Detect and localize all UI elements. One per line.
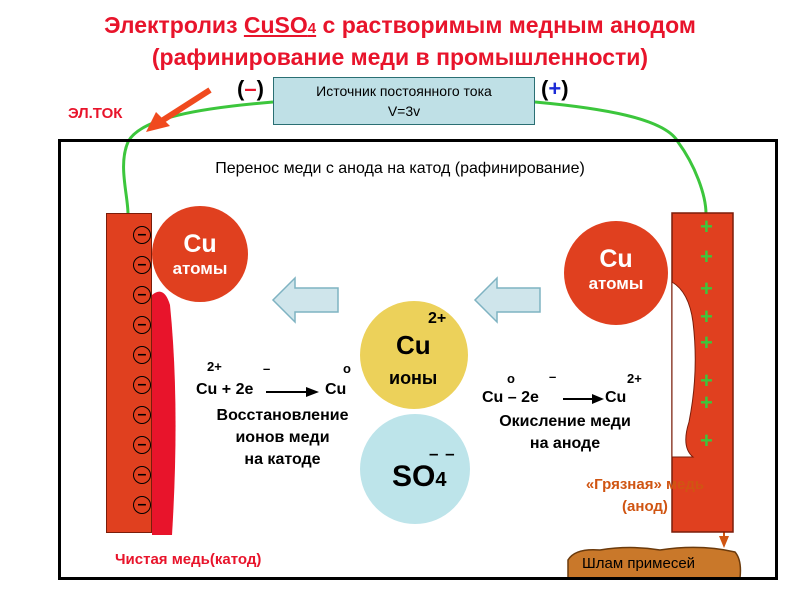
current-arrow-head [146,112,170,132]
cathode-minus-sign: – [133,226,151,244]
anode-electrode [671,212,734,533]
cathode-minus-sign: – [133,256,151,274]
cathode-product-state: o [343,361,351,376]
anode-reaction-desc: Окисление меди на аноде [499,413,631,452]
power-source: Источник постоянного тока V=3v [273,77,535,125]
sulfate-symbol: SO4 [392,460,447,493]
page-title: Электролиз CuSO4 с растворимым медным ан… [104,12,696,38]
transfer-label: Перенос меди с анода на катод (рафиниров… [215,160,585,177]
formula-cuso4: CuSO4 [243,12,317,38]
cathode-minus-sign: – [133,316,151,334]
cu-ion-charge: 2+ [428,310,447,327]
page-subtitle: (рафинирование меди в промышленности) [151,44,649,70]
cathode-ion-charge: 2+ [207,359,222,374]
anode-product-charge: 2+ [627,371,642,386]
cathode-cu-atoms: Cu атомы [152,206,248,302]
cathode-minus-sign: – [133,496,151,514]
cathode-minus-sign: – [133,346,151,364]
cathode-minus-sign: – [133,466,151,484]
cathode-label: Чистая медь(катод) [115,551,262,568]
sulfate-charge: – – [429,444,456,463]
cu-ion-symbol: Cu [396,330,431,360]
cathode-minus-sign: – [133,436,151,454]
cathode-deposit [152,291,176,535]
current-arrow-shaft [158,87,212,125]
cu-ions [360,301,468,409]
anode-reaction-arrow [592,394,604,404]
anode-label: «Грязная» медь (анод) [585,476,705,515]
cathode-electron-charge: – [263,361,271,376]
cathode-minus-sign: – [133,406,151,424]
cathode-reaction-left: Cu + 2e [196,381,254,398]
anode-reaction-left: Cu – 2e [482,389,539,406]
transfer-arrow-left [271,276,339,324]
current-label: ЭЛ.ТОК [68,105,123,122]
sulfate-ion [360,414,470,524]
anode-plus-sign: + [700,368,713,393]
minus-terminal-label: (–) [237,76,264,101]
anode-plus-sign: + [700,330,713,355]
plus-terminal-label: (+) [541,76,569,101]
cathode-reaction-desc: Восстановление ионов меди на катоде [216,407,349,468]
anode-plus-sign: + [700,214,713,239]
right-wire [534,100,708,215]
cathode-minus-sign: – [133,376,151,394]
left-wire [122,100,274,215]
transfer-arrow-right [473,276,541,324]
anode-plus-sign: + [700,244,713,269]
cathode-reaction-right: Cu [325,381,347,398]
electrolysis-vessel [58,139,778,580]
anode-reaction-right: Cu [605,389,627,406]
anode-plus-sign: + [700,428,713,453]
anode-plus-sign: + [700,276,713,301]
cathode-minus-sign: – [133,286,151,304]
anode-plus-sign: + [700,390,713,415]
sludge-label: Шлам примесей [582,555,696,572]
cu-ion-word: ионы [389,368,438,388]
sludge-shape [567,546,742,579]
anode-electron-charge: – [549,369,557,384]
anode-reactant-state: o [507,371,515,386]
anode-plus-sign: + [700,304,713,329]
cathode-reaction-arrow [306,387,319,397]
anode-cu-atoms: Cu атомы [564,221,668,325]
